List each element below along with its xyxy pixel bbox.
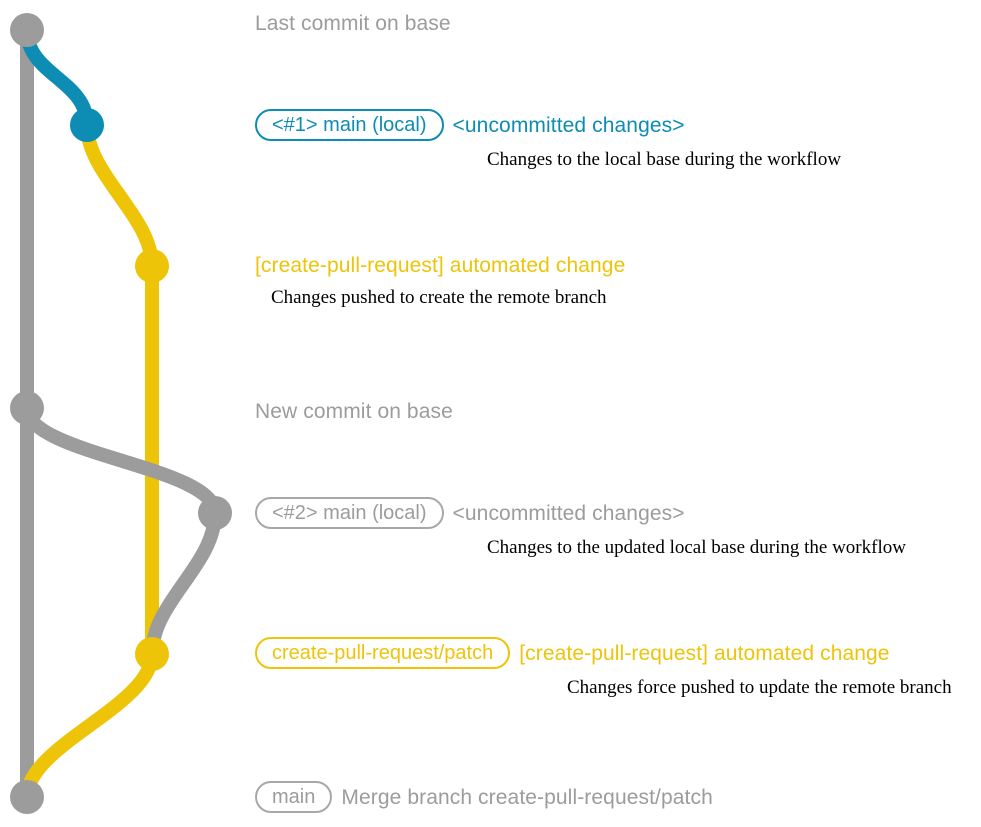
commit-row: create-pull-request/patch [create-pull-re… <box>255 636 952 697</box>
commit-message: [create-pull-request] automated change <box>519 641 890 665</box>
commit-row: New commit on base <box>255 396 453 426</box>
commit-row: main Merge branch create-pull-request/pat… <box>255 780 713 814</box>
commit-node[interactable] <box>70 108 104 142</box>
commit-message: Last commit on base <box>255 11 451 35</box>
graph-edge <box>20 401 222 520</box>
commit-message: New commit on base <box>255 399 453 423</box>
branch-ref-pill[interactable]: <#2> main (local) <box>255 497 444 529</box>
commit-node[interactable] <box>10 13 44 47</box>
graph-edge <box>20 647 159 804</box>
commit-row-main: Last commit on base <box>255 8 451 38</box>
branch-ref-pill[interactable]: main <box>255 781 333 813</box>
commit-row-main: create-pull-request/patch [create-pull-re… <box>255 636 952 670</box>
commit-message: <uncommitted changes> <box>452 501 685 525</box>
commit-row: Last commit on base <box>255 8 451 38</box>
commit-message: Merge branch create-pull-request/patch <box>341 785 713 809</box>
commit-node[interactable] <box>135 637 169 671</box>
commit-description: Changes to the updated local base during… <box>487 537 906 558</box>
commit-row: <#1> main (local) <uncommitted changes> Ch… <box>255 108 841 169</box>
commit-node[interactable] <box>10 780 44 814</box>
graph-edge <box>80 118 159 273</box>
graph-nodes <box>10 13 232 814</box>
commit-row-main: [create-pull-request] automated change <box>255 250 625 280</box>
commit-node[interactable] <box>10 391 44 425</box>
commit-node[interactable] <box>198 496 232 530</box>
commit-description: Changes to the local base during the wor… <box>487 149 842 170</box>
commit-description: Changes force pushed to update the remot… <box>567 677 952 698</box>
commit-row-main: main Merge branch create-pull-request/pat… <box>255 780 713 814</box>
commit-node[interactable] <box>135 249 169 283</box>
branch-ref-pill[interactable]: create-pull-request/patch <box>255 637 511 669</box>
commit-row: <#2> main (local) <uncommitted changes> Ch… <box>255 496 906 557</box>
commit-row-main: New commit on base <box>255 396 453 426</box>
commit-row-main: <#1> main (local) <uncommitted changes> <box>255 108 841 142</box>
commit-description: Changes pushed to create the remote bran… <box>271 287 607 308</box>
commit-message: [create-pull-request] automated change <box>255 253 626 277</box>
graph-edge <box>145 506 222 661</box>
commit-message: <uncommitted changes> <box>452 113 685 137</box>
commit-row-main: <#2> main (local) <uncommitted changes> <box>255 496 906 530</box>
branch-ref-pill[interactable]: <#1> main (local) <box>255 109 444 141</box>
